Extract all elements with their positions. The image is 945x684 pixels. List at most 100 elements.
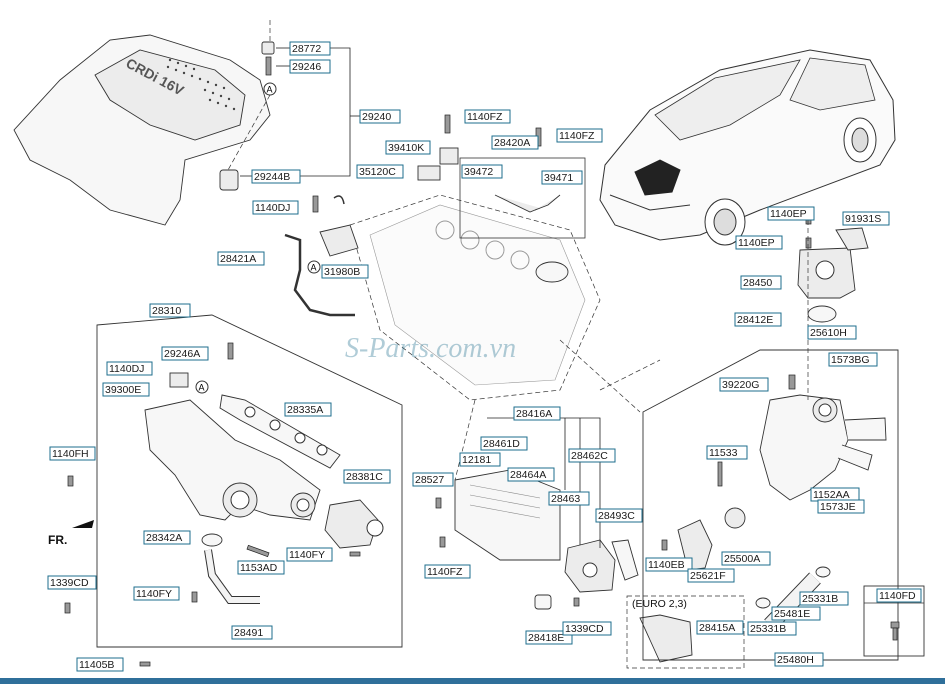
svg-text:39220G: 39220G [722, 379, 759, 391]
callout-a-middle: A [307, 260, 321, 274]
stud-11533 [717, 461, 723, 487]
label-11533[interactable]: 11533 [706, 445, 748, 460]
water-outlet-25610H [759, 394, 887, 501]
grommet-28772 [261, 41, 275, 55]
label-25480H[interactable]: 25480H [774, 652, 824, 667]
label-1339CD-b[interactable]: 1339CD [562, 621, 612, 636]
label-25481E[interactable]: 25481E [771, 606, 821, 621]
label-28310[interactable]: 28310 [149, 303, 191, 318]
svg-text:25610H: 25610H [810, 327, 847, 339]
label-39472[interactable]: 39472 [461, 164, 503, 179]
label-1140EP-a[interactable]: 1140EP [767, 206, 815, 221]
label-28772[interactable]: 28772 [289, 41, 331, 56]
label-29246[interactable]: 29246 [289, 59, 331, 74]
label-28421A[interactable]: 28421A [217, 251, 265, 266]
label-12181[interactable]: 12181 [459, 452, 501, 467]
svg-text:25481E: 25481E [774, 608, 810, 620]
svg-text:1140FH: 1140FH [52, 448, 89, 460]
label-1140FZ-c[interactable]: 1140FZ [424, 564, 471, 579]
engine-cover-29240: CRDi 16V [13, 34, 275, 226]
label-1152AA[interactable]: 1152AA [810, 487, 860, 502]
label-1339CD-a[interactable]: 1339CD [47, 575, 97, 590]
label-1140FY-b[interactable]: 1140FY [133, 586, 180, 601]
svg-text:31980B: 31980B [324, 266, 360, 278]
label-28418E[interactable]: 28418E [525, 630, 573, 645]
label-1573BG[interactable]: 1573BG [828, 352, 878, 367]
svg-text:1140DJ: 1140DJ [255, 202, 290, 214]
svg-text:25500A: 25500A [724, 553, 760, 565]
label-39471[interactable]: 39471 [541, 170, 583, 185]
svg-text:25331B: 25331B [750, 623, 786, 635]
svg-text:39410K: 39410K [388, 142, 424, 154]
label-28493C[interactable]: 28493C [595, 508, 643, 523]
svg-text:1140EP: 1140EP [770, 208, 807, 220]
label-28461D[interactable]: 28461D [480, 436, 528, 451]
euro-box-title: (EURO 2,3) [632, 598, 687, 610]
camshaft-sensor-39410K [439, 114, 459, 165]
label-28464A[interactable]: 28464A [507, 467, 555, 482]
label-28416A[interactable]: 28416A [513, 406, 561, 421]
label-35120C[interactable]: 35120C [356, 164, 404, 179]
egr-valve-28463 [564, 539, 616, 593]
label-1140FY-a[interactable]: 1140FY [286, 547, 333, 562]
label-28342A[interactable]: 28342A [143, 530, 191, 545]
label-28463[interactable]: 28463 [548, 491, 590, 506]
svg-text:28420A: 28420A [494, 137, 530, 149]
svg-text:1140FY: 1140FY [136, 588, 172, 600]
front-marker: FR. [48, 533, 67, 547]
svg-text:35120C: 35120C [359, 166, 396, 178]
label-1140FH[interactable]: 1140FH [49, 446, 96, 461]
svg-text:28335A: 28335A [287, 404, 323, 416]
label-1573JE[interactable]: 1573JE [817, 499, 865, 514]
label-25621F[interactable]: 25621F [687, 568, 735, 583]
label-28381C[interactable]: 28381C [343, 469, 391, 484]
label-25500A[interactable]: 25500A [721, 551, 771, 566]
bracket-31980B [319, 224, 359, 257]
thermostat-25500A [724, 507, 746, 529]
label-28462C[interactable]: 28462C [568, 448, 616, 463]
label-1140FD[interactable]: 1140FD [876, 588, 922, 603]
vacuum-pipe-28421A [284, 233, 355, 317]
svg-text:28342A: 28342A [146, 532, 182, 544]
svg-text:28464A: 28464A [510, 469, 546, 481]
label-1153AD[interactable]: 1153AD [237, 560, 285, 575]
label-1140FZ-b[interactable]: 1140FZ [556, 128, 603, 143]
label-28412E[interactable]: 28412E [734, 312, 782, 327]
label-28335A[interactable]: 28335A [284, 402, 332, 417]
label-91931S[interactable]: 91931S [842, 211, 890, 226]
label-1140DJ-b[interactable]: 1140DJ [106, 361, 153, 376]
svg-text:28463: 28463 [551, 493, 580, 505]
label-25331B-a[interactable]: 25331B [799, 591, 849, 606]
sensor-kit-box [459, 157, 586, 239]
label-29244B[interactable]: 29244B [251, 169, 301, 184]
svg-text:39300E: 39300E [105, 384, 141, 396]
label-1140DJ-a[interactable]: 1140DJ [252, 200, 299, 215]
svg-text:A: A [199, 383, 205, 393]
label-25331B-b[interactable]: 25331B [747, 621, 797, 636]
svg-text:11533: 11533 [709, 447, 738, 459]
label-1140FZ-a[interactable]: 1140FZ [464, 109, 511, 124]
label-25610H[interactable]: 25610H [807, 325, 857, 340]
gasket-28412E [807, 305, 837, 323]
label-1140EP-b[interactable]: 1140EP [735, 235, 783, 250]
label-28450[interactable]: 28450 [740, 275, 782, 290]
label-29240[interactable]: 29240 [359, 109, 401, 124]
label-39300E[interactable]: 39300E [102, 382, 150, 397]
svg-text:1573BG: 1573BG [831, 354, 870, 366]
pipe-28491 [204, 549, 260, 604]
label-39410K[interactable]: 39410K [385, 140, 431, 155]
label-29246A[interactable]: 29246A [161, 346, 209, 361]
sensor-39220G [788, 374, 796, 390]
label-28420A[interactable]: 28420A [491, 135, 539, 150]
label-39220G[interactable]: 39220G [719, 377, 769, 392]
svg-text:28310: 28310 [152, 305, 181, 317]
label-11405B[interactable]: 11405B [76, 657, 124, 672]
label-28491[interactable]: 28491 [231, 625, 273, 640]
svg-text:25331B: 25331B [802, 593, 838, 605]
label-1140EB[interactable]: 1140EB [645, 557, 693, 572]
label-28527[interactable]: 28527 [412, 472, 454, 487]
label-31980B[interactable]: 31980B [321, 264, 369, 279]
label-28415A[interactable]: 28415A [696, 620, 744, 635]
svg-text:25480H: 25480H [777, 654, 814, 666]
engine-highlight [634, 159, 681, 196]
